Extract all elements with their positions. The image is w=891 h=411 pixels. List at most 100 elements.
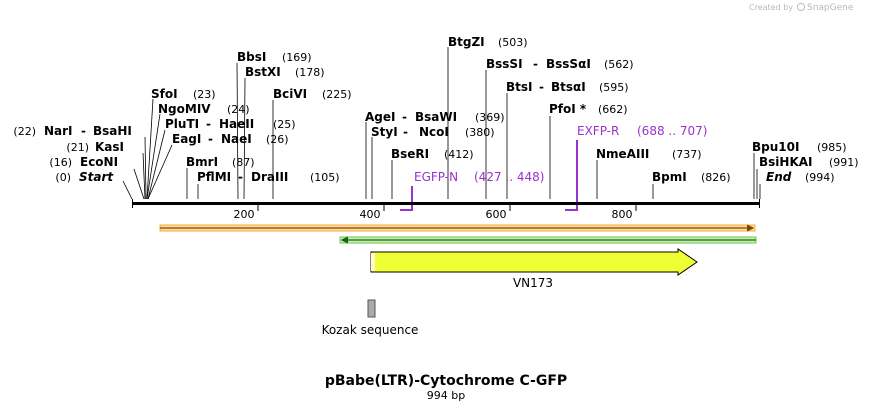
restriction-site-ageI[interactable]: AgeI - BsaWI (369) xyxy=(365,110,505,124)
svg-text:EagI: EagI xyxy=(172,132,201,146)
svg-text:StyI: StyI xyxy=(371,125,398,139)
sequence-backbone xyxy=(132,199,760,208)
site-start[interactable]: (0) Start xyxy=(55,170,114,184)
svg-text:BpmI: BpmI xyxy=(652,170,687,184)
restriction-site-styI[interactable]: StyI - NcoI (380) xyxy=(371,125,495,139)
ruler-tick-400: 400 xyxy=(360,208,381,221)
ruler-tick-600: 600 xyxy=(486,208,507,221)
restriction-site-pflMI[interactable]: PflMI - DraIII (105) xyxy=(197,170,340,184)
restriction-site-pfoI[interactable]: PfoI * (662) xyxy=(549,102,628,116)
ruler: 200 400 600 800 xyxy=(234,205,637,221)
svg-text:(688 .. 707): (688 .. 707) xyxy=(637,124,707,138)
svg-text:(225): (225) xyxy=(322,88,352,101)
svg-text:(24): (24) xyxy=(227,103,250,116)
svg-text:AgeI: AgeI xyxy=(365,110,395,124)
restriction-site-narI[interactable]: (22) NarI - BsaHI xyxy=(13,124,132,138)
svg-text:(22): (22) xyxy=(13,125,36,138)
svg-text:(595): (595) xyxy=(599,81,629,94)
restriction-site-bmrI[interactable]: BmrI (87) xyxy=(186,155,255,169)
snapgene-branding: Created by SnapGene xyxy=(749,3,854,13)
primer-exfp-r[interactable]: EXFP-R (688 .. 707) xyxy=(565,124,707,211)
svg-text:(427 .. 448): (427 .. 448) xyxy=(474,170,544,184)
svg-text:-: - xyxy=(539,80,544,94)
restriction-site-bpmI[interactable]: BpmI (826) xyxy=(652,170,731,184)
snapgene-logo-icon xyxy=(797,3,805,11)
feature-kozak-sequence[interactable]: Kozak sequence xyxy=(322,299,419,337)
restriction-site-btsI[interactable]: BtsI - BtsαI (595) xyxy=(506,80,629,94)
restriction-site-eagI[interactable]: EagI - NaeI (26) xyxy=(172,132,289,146)
restriction-site-bpu10I[interactable]: Bpu10I (985) xyxy=(752,140,847,154)
svg-text:(369): (369) xyxy=(475,111,505,124)
svg-text:-: - xyxy=(206,117,211,131)
svg-text:(21): (21) xyxy=(66,141,89,154)
svg-text:(26): (26) xyxy=(266,133,289,146)
restriction-site-btgZI[interactable]: BtgZI (503) xyxy=(448,35,528,49)
svg-text:DraIII: DraIII xyxy=(251,170,288,184)
svg-text:(412): (412) xyxy=(444,148,474,161)
svg-text:(737): (737) xyxy=(672,148,702,161)
restriction-site-pluTI[interactable]: PluTI - HaeII (25) xyxy=(165,117,296,131)
svg-text:(23): (23) xyxy=(193,88,216,101)
svg-text:EcoNI: EcoNI xyxy=(80,155,118,169)
svg-text:NcoI: NcoI xyxy=(419,125,449,139)
orf-reverse[interactable] xyxy=(339,236,757,244)
svg-text:Bpu10I: Bpu10I xyxy=(752,140,799,154)
svg-text:BbsI: BbsI xyxy=(237,50,266,64)
svg-text:BssSαI: BssSαI xyxy=(546,57,591,71)
svg-text:SnapGene: SnapGene xyxy=(807,3,854,13)
svg-text:(994): (994) xyxy=(805,171,835,184)
svg-text:SfoI: SfoI xyxy=(151,87,178,101)
restriction-site-kasI[interactable]: (21) KasI xyxy=(66,140,124,154)
svg-text:(105): (105) xyxy=(310,171,340,184)
svg-text:(16): (16) xyxy=(49,156,72,169)
svg-text:BciVI: BciVI xyxy=(273,87,307,101)
sequence-title: pBabe(LTR)-Cytochrome C-GFP xyxy=(325,373,567,389)
svg-text:BssSI: BssSI xyxy=(486,57,523,71)
svg-text:BtsαI: BtsαI xyxy=(551,80,586,94)
svg-text:NgoMIV: NgoMIV xyxy=(158,102,211,116)
svg-text:PflMI: PflMI xyxy=(197,170,231,184)
svg-text:BsaHI: BsaHI xyxy=(93,124,132,138)
svg-text:(562): (562) xyxy=(604,58,634,71)
svg-text:BsiHKAI: BsiHKAI xyxy=(759,155,813,169)
primer-egfp-n[interactable]: EGFP-N (427 .. 448) xyxy=(400,170,544,211)
restriction-site-bciVI[interactable]: BciVI (225) xyxy=(273,87,352,101)
svg-text:(826): (826) xyxy=(701,171,731,184)
svg-text:(985): (985) xyxy=(817,141,847,154)
restriction-site-bseRI[interactable]: BseRI (412) xyxy=(391,147,474,161)
ruler-tick-200: 200 xyxy=(234,208,255,221)
orf-forward[interactable] xyxy=(159,224,756,232)
svg-text:Kozak sequence: Kozak sequence xyxy=(322,323,419,337)
svg-text:BtgZI: BtgZI xyxy=(448,35,485,49)
restriction-site-bbsI[interactable]: BbsI (169) xyxy=(237,50,312,64)
svg-text:NaeI: NaeI xyxy=(221,132,252,146)
svg-text:BtsI: BtsI xyxy=(506,80,533,94)
svg-text:BstXI: BstXI xyxy=(245,65,281,79)
svg-text:(662): (662) xyxy=(598,103,628,116)
svg-text:NmeAIII: NmeAIII xyxy=(596,147,649,161)
svg-text:BseRI: BseRI xyxy=(391,147,429,161)
svg-text:NarI: NarI xyxy=(44,124,73,138)
svg-text:-: - xyxy=(81,124,86,138)
svg-text:(380): (380) xyxy=(465,126,495,139)
restriction-site-bsiHKAI[interactable]: BsiHKAI (991) xyxy=(759,155,859,169)
svg-text:-: - xyxy=(238,170,243,184)
svg-text:End: End xyxy=(766,170,792,184)
sequence-length: 994 bp xyxy=(427,389,465,402)
feature-vn173[interactable]: VN173 xyxy=(370,248,698,290)
restriction-site-bssSI[interactable]: BssSI - BssSαI (562) xyxy=(486,57,634,71)
site-end[interactable]: End (994) xyxy=(766,170,835,184)
svg-text:-: - xyxy=(208,132,213,146)
svg-text:(0): (0) xyxy=(55,171,71,184)
restriction-site-bstXI[interactable]: BstXI (178) xyxy=(245,65,325,79)
restriction-site-ngoMIV[interactable]: NgoMIV (24) xyxy=(158,102,250,116)
restriction-site-sfoI[interactable]: SfoI (23) xyxy=(151,87,216,101)
svg-text:(87): (87) xyxy=(232,156,255,169)
restriction-site-nmeAIII[interactable]: NmeAIII (737) xyxy=(596,147,702,161)
restriction-site-ecoNI[interactable]: (16) EcoNI xyxy=(49,155,118,169)
svg-text:(169): (169) xyxy=(282,51,312,64)
svg-text:EXFP-R: EXFP-R xyxy=(577,124,619,138)
svg-text:(178): (178) xyxy=(295,66,325,79)
svg-text:-: - xyxy=(402,110,407,124)
